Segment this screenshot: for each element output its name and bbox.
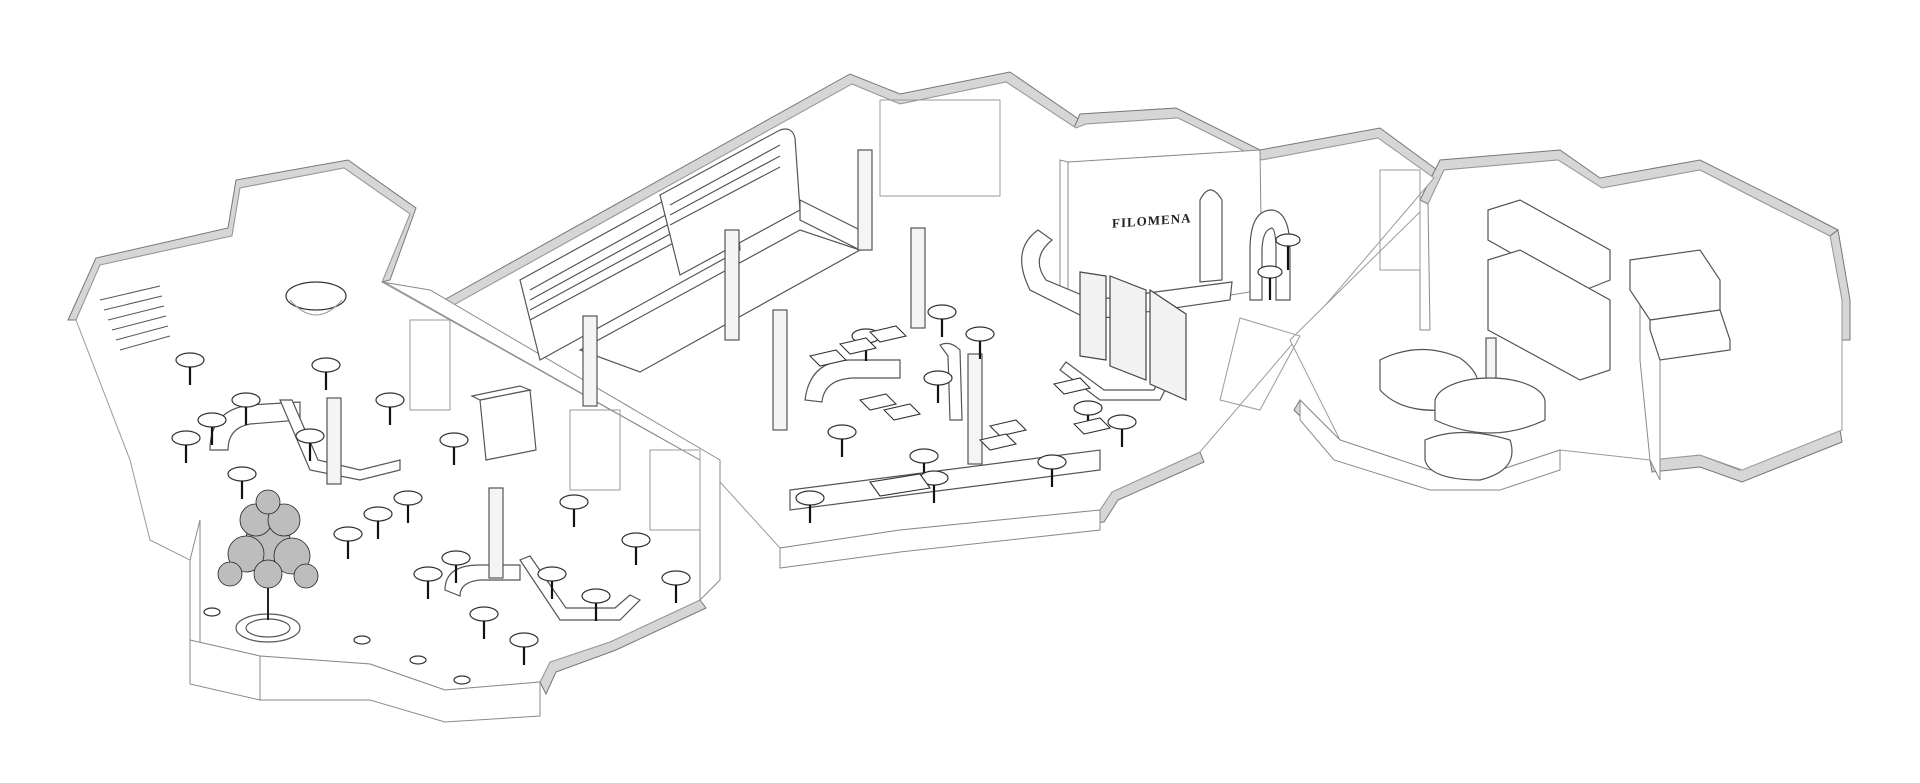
stools xyxy=(203,607,471,685)
staircase xyxy=(99,285,171,351)
central-booth-benches xyxy=(519,128,862,373)
square-tables xyxy=(808,325,1112,497)
table-icon xyxy=(175,352,205,385)
tree-icon xyxy=(217,489,319,643)
planter-box xyxy=(470,385,537,461)
column-icon xyxy=(326,397,342,485)
columns xyxy=(326,149,1497,579)
round-tables xyxy=(171,281,1137,665)
right-room-furniture xyxy=(1379,199,1731,481)
reception-area xyxy=(1021,189,1301,411)
interior-walls xyxy=(189,99,1661,723)
chair-icon xyxy=(1275,233,1301,270)
